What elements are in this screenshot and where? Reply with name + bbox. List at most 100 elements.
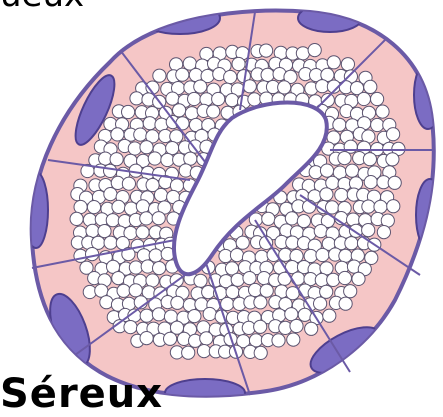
granule [188,92,201,105]
granule [112,200,125,213]
granule [86,248,99,261]
granule [166,92,179,105]
granule [352,272,365,285]
granule [146,274,159,287]
granule [298,308,311,321]
granule [224,70,237,83]
granule [70,212,83,225]
granule [207,105,220,118]
granule [130,92,143,105]
granule [154,188,167,201]
granule [316,248,329,261]
granule [184,152,197,165]
granule [388,176,401,189]
granule [371,118,384,131]
granule [376,105,389,118]
granule [117,284,130,297]
granule [226,286,239,299]
granule [357,92,370,105]
granule [320,285,333,298]
granule [344,285,357,298]
granule [272,334,285,347]
granule [323,309,336,322]
granule [188,310,201,323]
granule [140,309,153,322]
granule [128,142,141,155]
granule [287,333,300,346]
granule [98,225,111,238]
granule [212,92,225,105]
granule [129,261,142,274]
granule [314,297,327,310]
granule [232,57,245,70]
nucleus [140,2,220,34]
granule [140,332,153,345]
granule [320,188,333,201]
granule [278,81,291,94]
granule [104,164,117,177]
granule [221,297,234,310]
granule [254,320,267,333]
bottom-caption: Séreux [0,374,163,414]
granule [153,69,166,82]
granule [231,273,244,286]
granule [371,92,384,105]
granule [236,236,249,249]
granule [122,105,135,118]
granule [261,68,274,81]
granule [124,321,137,334]
granule [161,153,174,166]
granule [100,296,113,309]
granule [387,128,400,141]
granule [326,201,339,214]
granule [364,80,377,93]
granule [136,200,149,213]
granule [164,332,177,345]
granule [129,164,142,177]
granule [122,177,135,190]
granule [86,224,99,237]
granule [305,322,318,335]
granule [262,212,275,225]
granule [140,141,153,154]
granule [254,296,267,309]
granule [176,68,189,81]
granule [260,44,273,57]
granule [197,345,210,358]
granule [248,93,261,106]
granule [327,56,340,69]
acinus-illustration [0,0,443,402]
granule [230,249,243,262]
granule [320,164,333,177]
acinus-diagram: ueux [0,0,443,402]
granule [106,214,119,227]
granule [243,272,256,285]
granule [260,284,273,297]
granule [171,296,184,309]
granule [166,142,179,155]
granule [153,262,166,275]
granule [194,274,207,287]
granule [194,80,207,93]
granule [182,346,195,359]
granule [87,201,100,214]
granule [111,128,124,141]
granule [285,308,298,321]
granule [362,224,375,237]
granule [374,200,387,213]
granule [173,104,186,117]
granule [308,44,321,57]
granule [364,176,377,189]
granule [285,212,298,225]
granule [104,188,117,201]
granule [203,307,216,320]
granule [149,249,162,262]
granule [327,273,340,286]
granule [362,200,375,213]
granule [134,128,147,141]
granule [333,118,346,131]
granule [339,297,352,310]
granule [225,94,238,107]
granule [148,152,161,165]
granule [112,272,125,285]
